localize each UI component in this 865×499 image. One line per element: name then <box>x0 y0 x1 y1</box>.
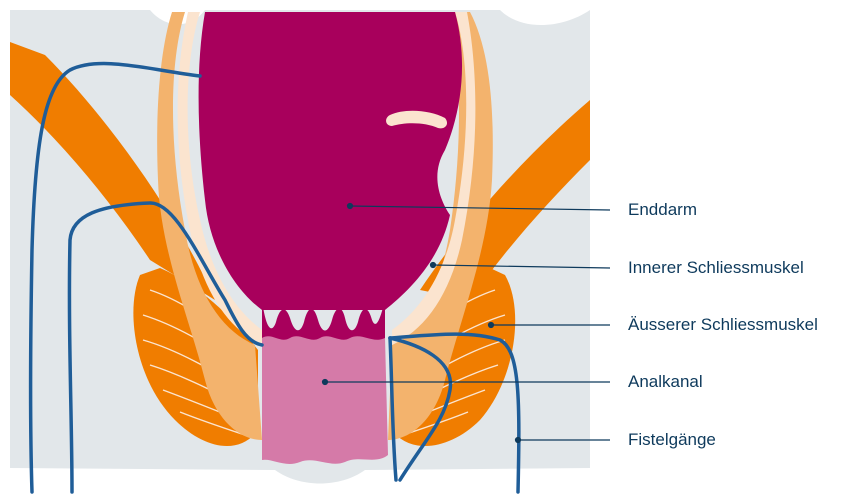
anal-canal <box>262 336 388 464</box>
rectum <box>199 12 462 310</box>
label-enddarm: Enddarm <box>628 200 697 220</box>
label-fistelgaenge: Fistelgänge <box>628 430 716 450</box>
label-aeusserer-schliessmuskel: Äusserer Schliessmuskel <box>628 315 818 335</box>
label-analkanal: Analkanal <box>628 372 703 392</box>
label-innerer-schliessmuskel: Innerer Schliessmuskel <box>628 258 804 278</box>
